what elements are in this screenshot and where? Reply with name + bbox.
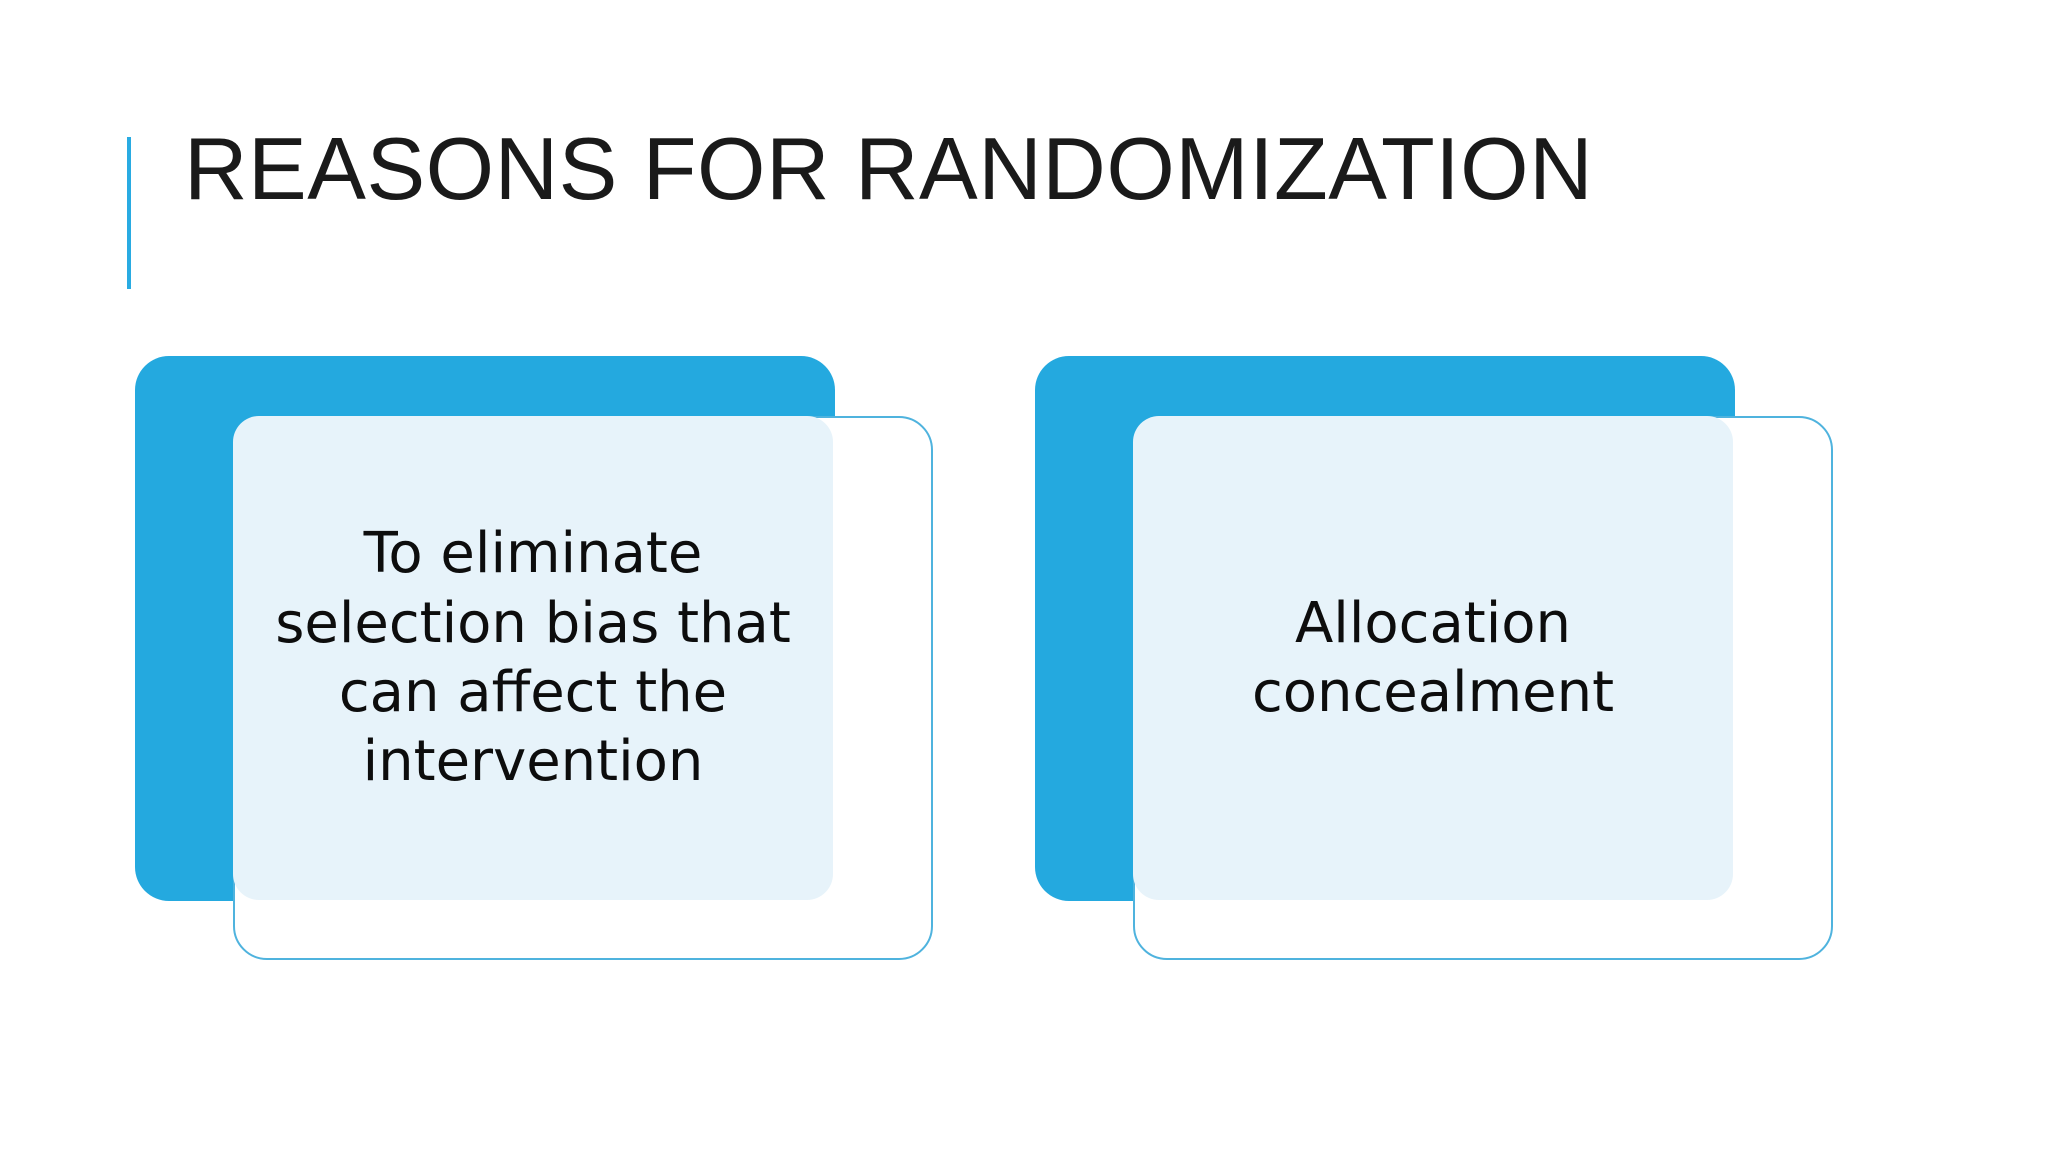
title-accent-bar (127, 137, 131, 289)
page-title: REASONS FOR RANDOMIZATION (184, 119, 1594, 218)
card-text: To eliminate selection bias that can aff… (275, 521, 791, 795)
card-panel-layer: To eliminate selection bias that can aff… (233, 416, 833, 900)
card-selection-bias[interactable]: To eliminate selection bias that can aff… (135, 348, 933, 960)
card-text: Allocation concealment (1251, 590, 1615, 725)
card-allocation-concealment[interactable]: Allocation concealment (1035, 348, 1833, 960)
slide-title-block: REASONS FOR RANDOMIZATION (127, 119, 1827, 289)
card-panel-layer: Allocation concealment (1133, 416, 1733, 900)
